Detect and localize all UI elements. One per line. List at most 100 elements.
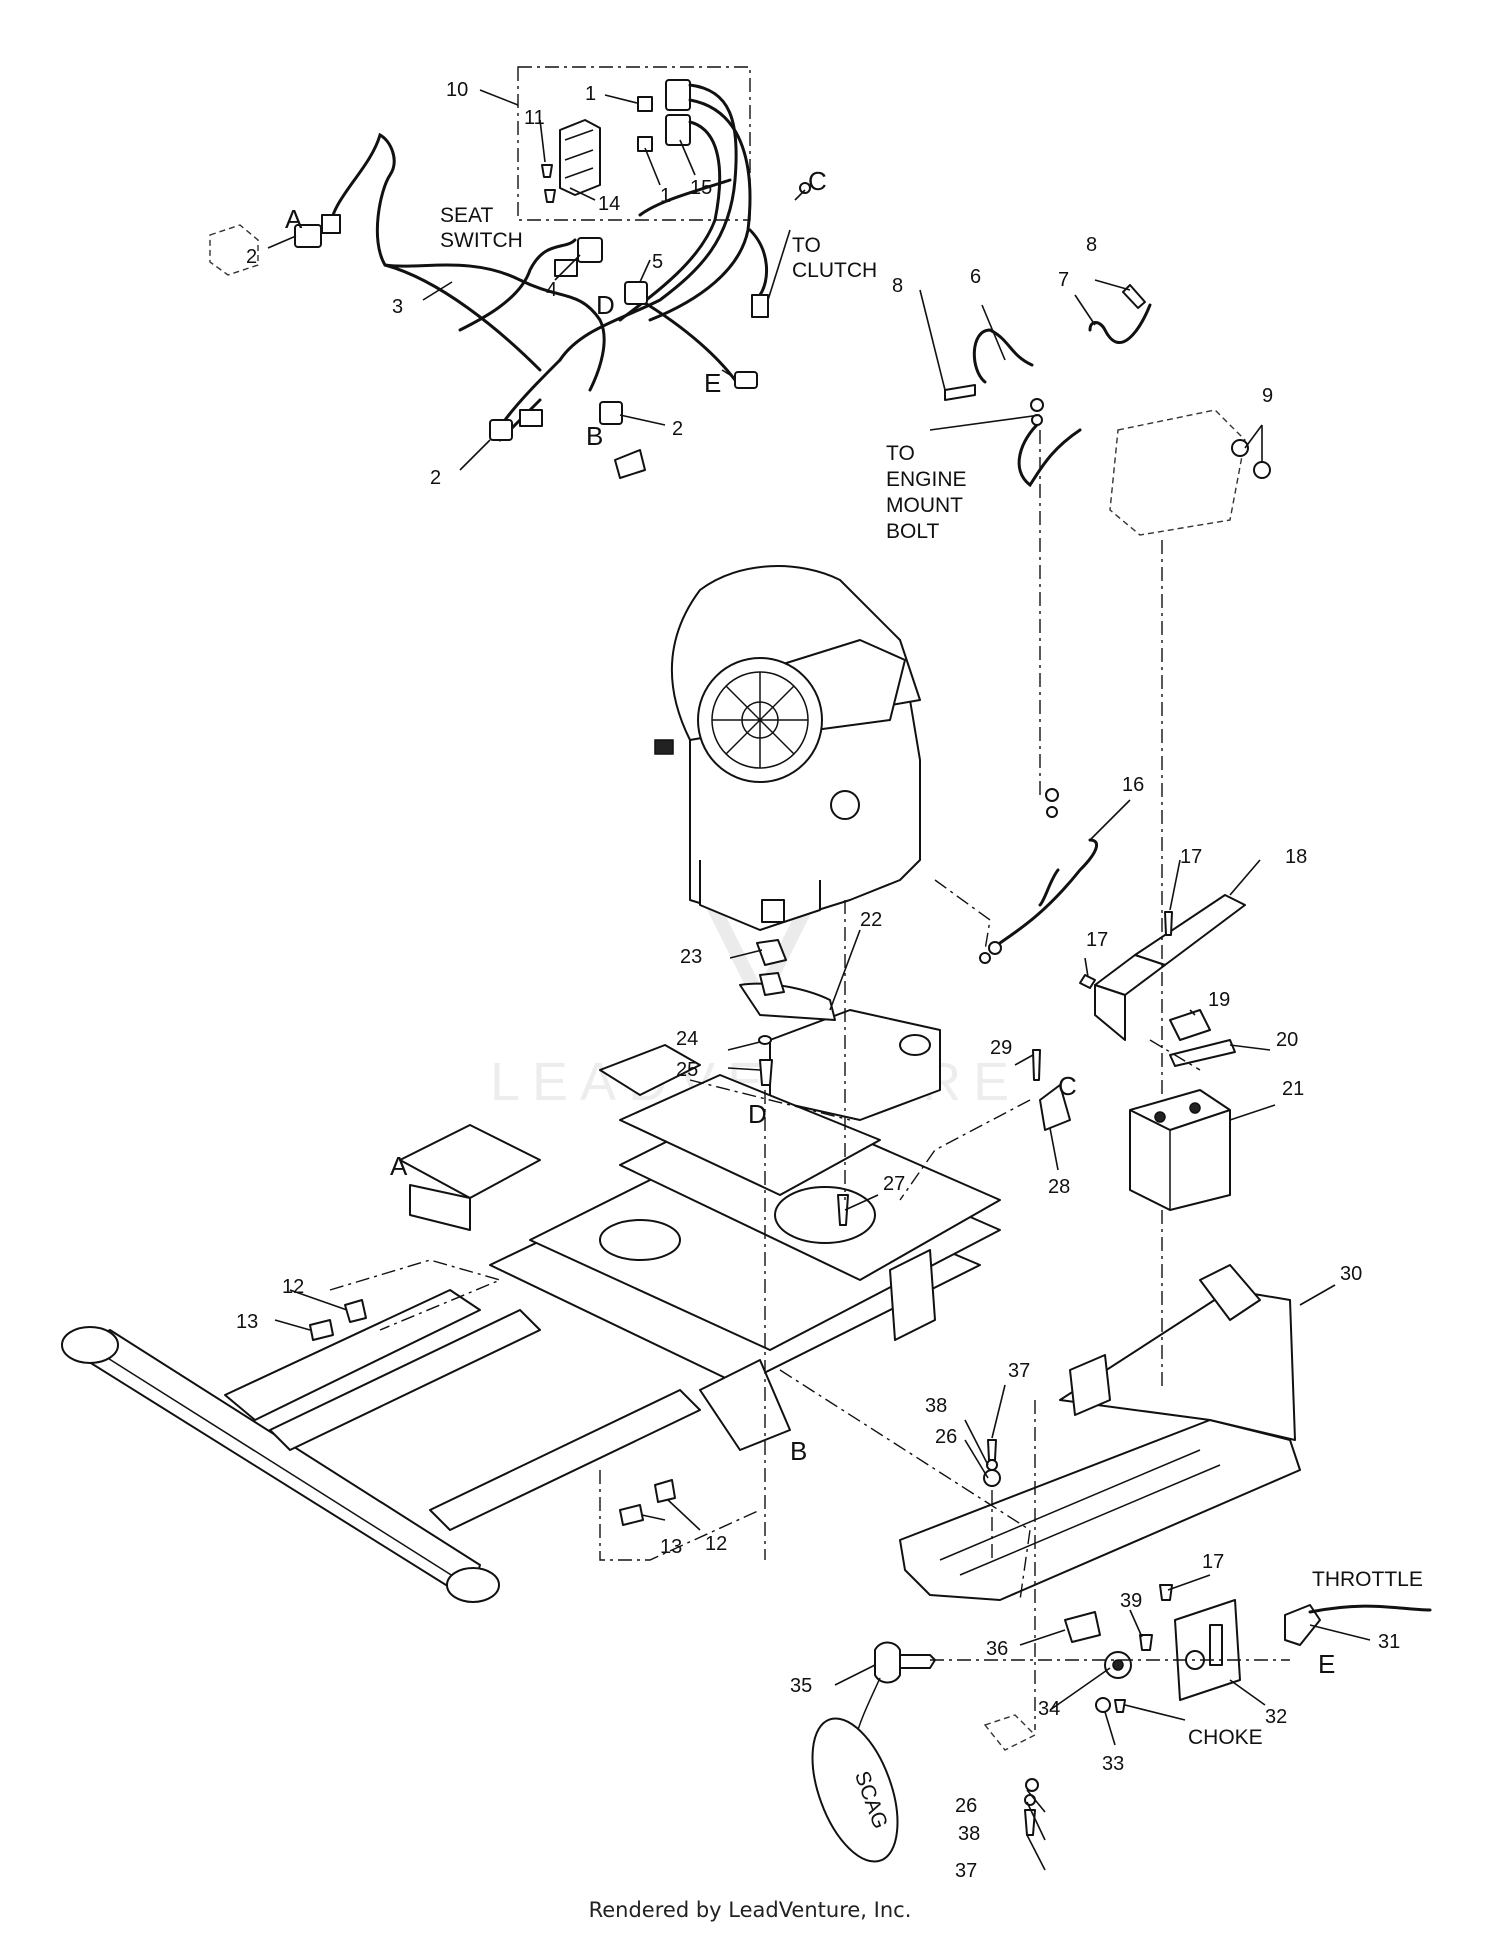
bolt-25 xyxy=(759,1059,773,1086)
caster-pivot-left xyxy=(61,1326,119,1364)
battery-assembly xyxy=(979,788,1246,1211)
nut-9a xyxy=(1231,439,1249,457)
nut-9b xyxy=(1253,461,1271,479)
connector-2a-plug xyxy=(321,214,341,234)
bolt-37a xyxy=(987,1439,997,1461)
callout-17c: 17 xyxy=(1202,1551,1224,1573)
callout-34: 34 xyxy=(1038,1698,1060,1720)
connector-d xyxy=(624,281,648,305)
callout-16: 16 xyxy=(1122,774,1144,796)
engine xyxy=(654,565,921,931)
key-fob xyxy=(811,1717,899,1863)
callout-4: 4 xyxy=(546,279,557,301)
gasket-23 xyxy=(756,939,787,966)
note-throttle: THROTTLE xyxy=(1312,1568,1423,1591)
callout-23: 23 xyxy=(680,946,702,968)
washer-16b xyxy=(979,952,991,964)
callout-1b: 1 xyxy=(660,185,671,207)
cable-6 xyxy=(972,328,1034,384)
callout-24: 24 xyxy=(676,1028,698,1050)
ref-d-top: D xyxy=(596,290,615,320)
harness-wire-3 xyxy=(648,98,752,322)
washer-26b xyxy=(1025,1778,1039,1792)
ref-c-top: C xyxy=(808,166,827,196)
connector-2c-plug xyxy=(519,409,543,427)
bracket-ghost xyxy=(983,1714,1037,1751)
harness-e-branch xyxy=(638,298,737,382)
ref-d-frame: D xyxy=(748,1099,767,1129)
ref-b-top: B xyxy=(586,421,603,451)
callout-15: 15 xyxy=(690,177,712,199)
frame-bracket-right xyxy=(889,1249,936,1341)
connector-2c xyxy=(489,419,513,441)
callout-21: 21 xyxy=(1282,1078,1304,1100)
mount-plate-a xyxy=(399,1124,541,1199)
connector-upper xyxy=(665,79,691,111)
muffler xyxy=(739,939,941,1121)
control-panel-32 xyxy=(1174,1599,1241,1701)
battery-tape xyxy=(1169,1039,1236,1067)
relay-kit-box xyxy=(517,66,751,221)
bolt-37b xyxy=(1024,1809,1036,1836)
callout-19: 19 xyxy=(1208,989,1230,1011)
washer-38a xyxy=(986,1459,998,1471)
callout-25: 25 xyxy=(676,1059,698,1081)
body-panel-front xyxy=(899,1419,1301,1601)
note-to-engine-4: BOLT xyxy=(886,520,939,543)
spark-plug-cap xyxy=(654,739,674,755)
bolt-8b xyxy=(1122,284,1146,309)
harness-branch-b xyxy=(383,263,542,372)
bracket-b xyxy=(614,449,646,479)
assembly-lines xyxy=(329,430,1290,1730)
throttle-slot xyxy=(1209,1624,1223,1666)
callout-numbers: 10 1 11 1 15 14 2 3 4 5 2 2 8 6 7 8 9 16… xyxy=(236,79,1400,1882)
callout-13a: 13 xyxy=(236,1311,258,1333)
engine-filter xyxy=(830,790,860,820)
callout-28: 28 xyxy=(1048,1176,1070,1198)
callout-7: 7 xyxy=(1058,269,1069,291)
ref-b-frame: B xyxy=(790,1436,807,1466)
harness-c-branch xyxy=(638,178,732,217)
callout-14: 14 xyxy=(598,193,620,215)
callout-29: 29 xyxy=(990,1037,1012,1059)
callout-18: 18 xyxy=(1285,846,1307,868)
battery-cables-top xyxy=(944,284,1271,536)
control-panel: SCAG xyxy=(811,1439,1432,1863)
harness-main xyxy=(383,263,606,392)
battery xyxy=(1129,1089,1231,1211)
engine-base xyxy=(699,860,821,931)
note-to-engine-3: MOUNT xyxy=(886,494,963,517)
seat-switch xyxy=(577,237,603,263)
callout-3: 3 xyxy=(392,296,403,318)
callout-2c: 2 xyxy=(430,467,441,489)
harness-wire-2 xyxy=(618,120,722,322)
callout-31: 31 xyxy=(1378,1631,1400,1653)
callout-2a: 2 xyxy=(246,246,257,268)
ref-a-top: A xyxy=(285,204,303,234)
screw-39 xyxy=(1139,1634,1153,1651)
callout-6: 6 xyxy=(970,266,981,288)
wiring-harness xyxy=(209,66,811,479)
harness-seat-branch xyxy=(458,238,577,332)
battery-pad xyxy=(1169,1009,1211,1041)
body-panel-side xyxy=(1059,1289,1296,1441)
c-terminal xyxy=(799,182,811,194)
callout-11: 11 xyxy=(524,107,545,129)
bolt-8a xyxy=(944,384,976,401)
callout-10: 10 xyxy=(446,79,468,101)
washer-38b xyxy=(1024,1794,1036,1806)
relay-terminal-lower xyxy=(637,136,653,152)
clip-12b xyxy=(654,1479,676,1503)
throttle-cable xyxy=(1308,1604,1432,1614)
screw-11b xyxy=(544,189,556,203)
harness-b-branch xyxy=(503,358,562,422)
callout-26b: 26 xyxy=(955,1795,977,1817)
clip-12a xyxy=(344,1299,367,1323)
note-to-engine-1: TO xyxy=(886,442,915,465)
screw-17c xyxy=(1159,1584,1173,1601)
connector-a-ghost xyxy=(209,224,259,276)
rear-bracket xyxy=(599,1044,701,1096)
hour-meter-36 xyxy=(1064,1611,1101,1643)
callout-27: 27 xyxy=(883,1173,905,1195)
